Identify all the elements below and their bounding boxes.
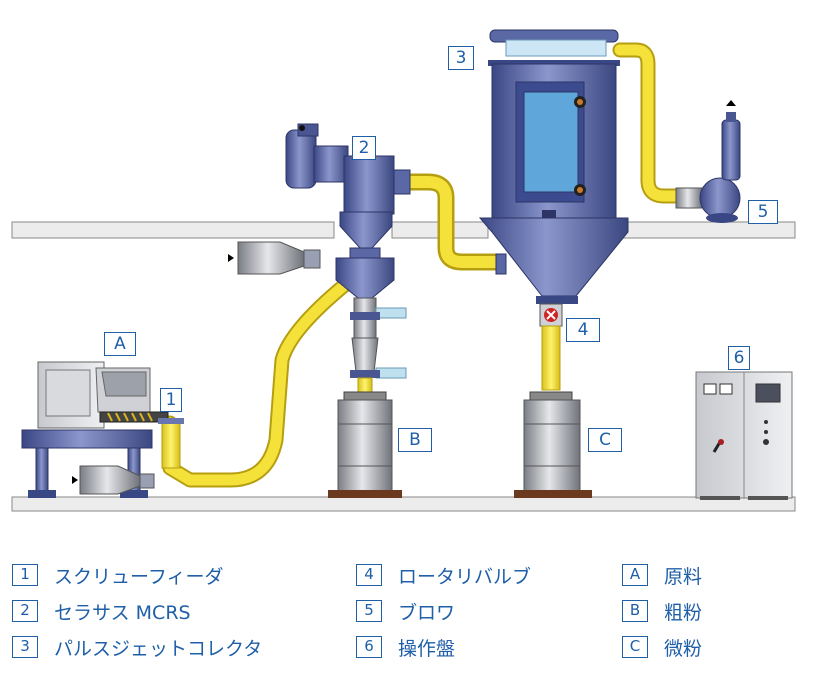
legend-item: 4 ロータリバルブ [356,561,531,589]
legend-item: 6 操作盤 [356,633,455,661]
legend-label: 微粉 [664,637,703,660]
legend-label: ブロワ [398,601,456,624]
legend-label: 原料 [664,565,703,588]
legend-item: B 粗粉 [622,597,702,625]
blower [675,100,741,223]
legend-key: B [622,600,648,622]
legend-item: 1 スクリューフィーダ [12,561,223,589]
legend-key: A [622,564,648,586]
tag-fine-powder: C [588,428,622,452]
legend-label: セラサス MCRS [54,601,191,624]
legend-label: 操作盤 [398,637,456,660]
process-flow-diagram [11,29,796,512]
tag-classifier: 2 [352,136,376,160]
legend-key: 6 [356,636,382,658]
legend-item: A 原料 [622,561,702,589]
legend-key: C [622,636,648,658]
tag-control-panel: 6 [728,346,750,370]
legend-key: 2 [12,600,38,622]
duct-pipe [399,173,505,271]
legend-item: 5 ブロワ [356,597,455,625]
feed-pipe [162,276,354,488]
pulse-jet-collector [478,29,629,304]
upper-floor [11,221,796,239]
legend-label: パルスジェットコレクタ [54,637,263,660]
legend: 1 スクリューフィーダ 2 セラサス MCRS 3 パルスジェットコレクタ 4 … [0,548,822,678]
control-panel [695,371,793,500]
secondary-air-inlet [228,241,321,275]
tag-blower: 5 [748,200,778,224]
tag-coarse-powder: B [398,428,432,452]
legend-key: 3 [12,636,38,658]
legend-key: 1 [12,564,38,586]
legend-label: スクリューフィーダ [54,565,224,588]
legend-item: 2 セラサス MCRS [12,597,191,625]
screw-feeder [21,361,184,498]
coarse-powder-drum [328,391,402,498]
tag-raw-material: A [104,332,136,356]
exhaust-pipe [612,42,690,204]
legend-item: 3 パルスジェットコレクタ [12,633,262,661]
legend-item: C 微粉 [622,633,702,661]
tag-rotary-valve: 4 [566,318,600,342]
inlet-ejector [72,465,155,495]
legend-key: 5 [356,600,382,622]
tag-screw-feeder: 1 [160,388,182,412]
classifier [285,123,411,395]
fine-powder-drum [514,391,592,498]
ground-floor [11,496,796,512]
legend-key: 4 [356,564,382,586]
rotary-valve [539,303,563,391]
legend-label: 粗粉 [664,601,703,624]
tag-collector: 3 [448,46,474,70]
legend-label: ロータリバルブ [398,565,532,588]
